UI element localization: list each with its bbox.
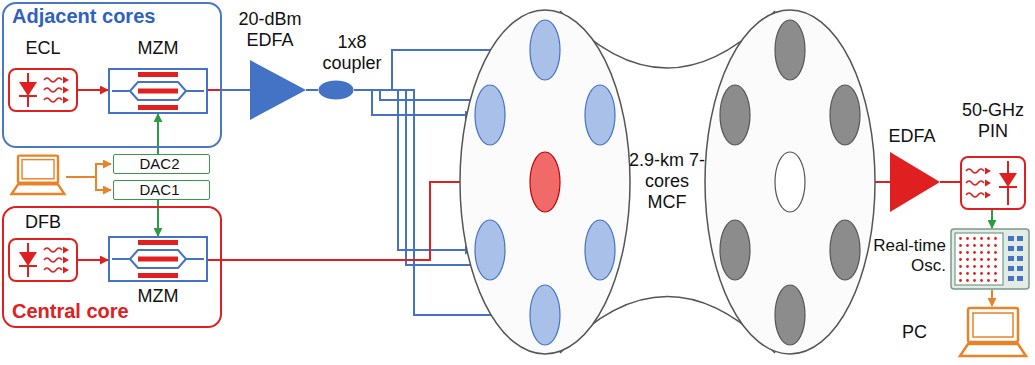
connector [991,290,993,306]
amplifier: EDFA [882,124,942,212]
node-label: 2.9-km 7-cores MCF [627,150,707,213]
group-box: Adjacent coresECL MZM [2,2,222,148]
amplifier: 20-dBm EDFA [230,8,310,122]
amplifier-triangle [250,60,306,120]
connector [940,181,960,183]
connector [157,114,159,154]
node-label: DFB [8,212,78,233]
modulator: MZM [108,236,208,308]
coupler: 1x8 coupler [316,32,388,100]
node-label: DAC1 [113,181,207,199]
modulator-symbol [108,236,208,282]
photodiode-symbol [960,156,1026,210]
modulator-symbol [108,68,208,114]
group-title: Adjacent cores [12,5,212,28]
connector [78,89,108,91]
oscilloscope: Real-time Osc. [866,226,1030,290]
node-label: DAC2 [113,155,207,173]
dac-box: DAC2 [113,154,210,174]
connector [78,259,108,261]
group-box: Central core DFB MZM [2,206,222,328]
group-title: Central core [12,300,212,323]
node-label: 20-dBm EDFA [232,9,308,51]
laser-source: ECL [8,38,78,112]
connector [222,89,250,91]
pc-laptop-icon [12,156,65,194]
multicore-fiber: 2.9-km 7-cores MCF [455,4,880,361]
node-label: PC [902,322,942,343]
node-label: MZM [108,286,208,307]
computer: PC [896,304,1030,362]
connector [991,210,993,228]
laser-symbol [8,238,78,282]
laser-symbol [8,68,78,112]
modulator-output-stubs [208,90,222,260]
node-label: MZM [108,38,208,59]
node-label: EDFA [882,126,942,147]
dac-box: DAC1 [113,180,210,200]
laptop-icon [958,306,1028,360]
node-label: 50-GHz PIN [955,100,1031,142]
laser-source: DFB [8,212,78,282]
connector [306,89,318,91]
amplifier-triangle [890,152,940,212]
node-label: Real-time Osc. [864,236,946,276]
control-wires [66,164,111,190]
node-label: ECL [8,38,78,59]
coupler-ellipse [318,80,354,100]
node-label: 1x8 coupler [316,32,388,74]
oscilloscope-icon [950,228,1030,290]
photodetector: 50-GHz PIN [955,100,1031,212]
modulator: MZM [108,38,208,116]
